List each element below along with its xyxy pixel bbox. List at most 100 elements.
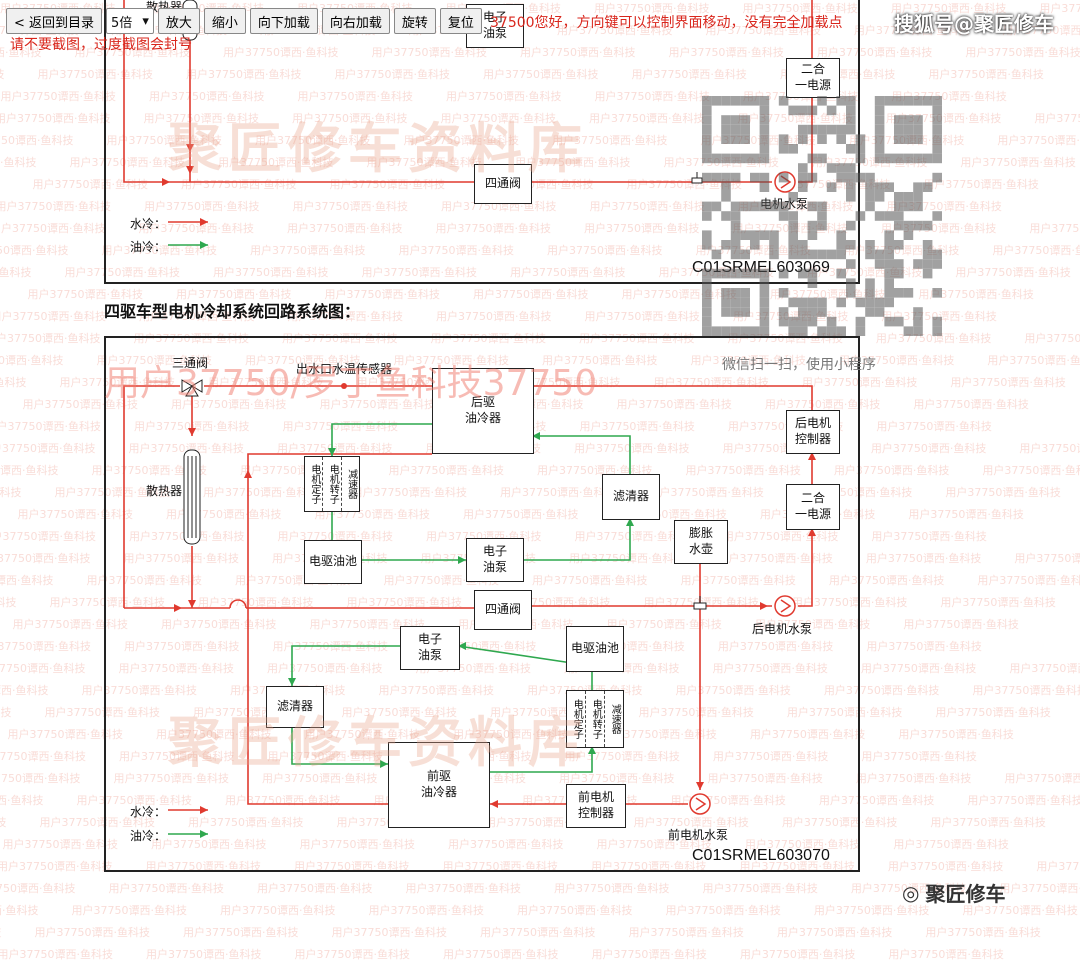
qr-module	[798, 134, 808, 144]
qr-module	[817, 297, 827, 308]
qr-module	[778, 268, 789, 279]
qr-module	[740, 115, 750, 125]
qr-module	[798, 182, 808, 192]
load-down-button[interactable]: 向下加载	[249, 8, 318, 34]
qr-module	[702, 288, 712, 298]
qr-module	[894, 192, 904, 202]
qr-module	[932, 124, 942, 135]
qr-module	[807, 153, 818, 164]
qr-module	[788, 230, 798, 240]
qr-module	[903, 115, 914, 125]
diagram-2-lines	[123, 379, 816, 838]
qr-module	[836, 96, 846, 106]
qr-module	[846, 115, 856, 125]
tee-junction-icon	[693, 596, 707, 610]
qr-module	[807, 172, 818, 183]
qr-module	[759, 105, 770, 116]
qr-module	[798, 240, 808, 250]
zoom-out-button[interactable]: 缩小	[203, 8, 246, 34]
section-title: 四驱车型电机冷却系统回路系统图：	[104, 302, 361, 321]
qr-module	[759, 326, 770, 336]
qr-module	[922, 268, 933, 279]
qr-module	[798, 124, 808, 135]
qr-module	[922, 249, 933, 260]
front-pump-label: 前电机水泵	[668, 828, 729, 842]
qr-module	[730, 201, 741, 212]
temp-sensor-dot	[341, 383, 347, 389]
rotate-button[interactable]: 旋转	[393, 8, 436, 34]
user-watermark: 用户37750/罗丁鱼科技37750	[104, 363, 598, 404]
qr-module	[702, 316, 712, 327]
qr-module	[922, 240, 933, 250]
qr-module	[903, 124, 914, 135]
qr-module	[903, 153, 914, 164]
qr-module	[807, 307, 818, 317]
qr-module	[884, 288, 894, 298]
wechat-icon: ◎	[902, 880, 920, 905]
watermark-row: 用户37750谭西·鱼科技 用户37750谭西·鱼科技 用户37750谭西·鱼科…	[0, 552, 1080, 565]
qr-module	[788, 249, 798, 260]
qr-module	[894, 115, 904, 125]
qr-module	[932, 326, 942, 336]
qr-module	[721, 211, 731, 221]
qr-module	[932, 144, 942, 154]
qr-module	[788, 211, 798, 221]
qr-module	[894, 124, 904, 135]
qr-module	[865, 307, 875, 317]
rear-motor-assembly: 电机定子 电机转子 减速器	[304, 456, 360, 512]
qr-module	[778, 307, 789, 317]
qr-module	[865, 288, 875, 298]
back-to-index-button[interactable]: < 返回到目录	[6, 8, 103, 34]
load-right-button[interactable]: 向右加载	[321, 8, 390, 34]
d1-four-way-valve: 四通阀	[474, 164, 532, 204]
qr-module	[730, 230, 741, 240]
qr-module	[721, 96, 731, 106]
qr-module	[721, 192, 731, 202]
qr-module	[778, 316, 789, 327]
d1-legend-water: 水冷：	[130, 217, 167, 231]
d1-legend-oil: 油冷：	[130, 240, 167, 254]
qr-module	[846, 96, 856, 106]
qr-module	[778, 96, 789, 106]
qr-module	[730, 307, 741, 317]
qr-module	[884, 153, 894, 164]
qr-module	[730, 115, 741, 125]
qr-module	[932, 153, 942, 164]
qr-module	[778, 201, 789, 212]
qr-module	[759, 115, 770, 125]
qr-module	[759, 278, 770, 288]
qr-module	[846, 259, 856, 269]
qr-module	[817, 201, 827, 212]
qr-module	[721, 240, 731, 250]
brand-watermark-2: 聚匠修车资料库	[168, 711, 588, 774]
qr-module	[826, 105, 837, 116]
qr-module	[807, 105, 818, 116]
qr-module	[730, 134, 741, 144]
zoom-select[interactable]: 5倍▾	[106, 8, 154, 34]
front-motor-assembly: 电机定子 电机转子 减速器	[566, 690, 624, 748]
qr-module	[826, 182, 837, 192]
qr-module	[836, 326, 846, 336]
qr-module	[913, 316, 923, 327]
qr-module	[903, 192, 914, 202]
qr-module	[730, 124, 741, 135]
watermark-row: 用户37750谭西·鱼科技 用户37750谭西·鱼科技 用户37750谭西·鱼科…	[0, 662, 1080, 675]
chevron-down-icon: ▾	[142, 13, 149, 29]
qr-module	[884, 278, 894, 288]
qr-module	[721, 288, 731, 298]
zoom-in-button[interactable]: 放大	[157, 8, 200, 34]
qr-module	[740, 201, 750, 212]
qr-module	[884, 230, 894, 240]
qr-module	[740, 134, 750, 144]
qr-module	[903, 288, 914, 298]
qr-module	[730, 240, 741, 250]
qr-module	[721, 115, 731, 125]
qr-module	[740, 124, 750, 135]
qr-module	[788, 326, 798, 336]
qr-module	[884, 96, 894, 106]
qr-module	[702, 307, 712, 317]
qr-module	[778, 144, 789, 154]
qr-module	[846, 288, 856, 298]
qr-module	[702, 201, 712, 212]
reset-button[interactable]: 复位	[439, 8, 482, 34]
